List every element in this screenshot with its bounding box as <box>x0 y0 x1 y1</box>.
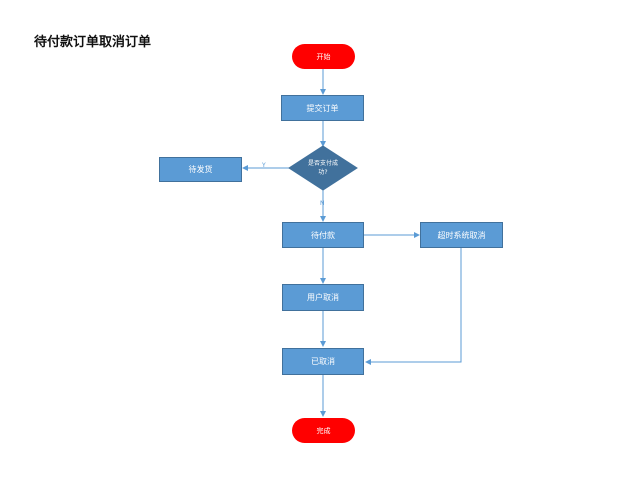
edge-label-yes: Y <box>262 162 266 169</box>
pending-shipment-node: 待发货 <box>159 157 242 182</box>
decision-label-line1: 是否支付成 <box>307 160 338 167</box>
edge-timeout-to-cancelled <box>365 248 462 365</box>
timeout-cancel-node: 超时系统取消 <box>420 222 503 248</box>
submit-order-node: 提交订单 <box>281 95 364 121</box>
decision-label-line2: 功? <box>318 169 328 176</box>
decision-label: 是否支付成 功? <box>299 159 347 177</box>
user-cancel-node: 用户取消 <box>282 284 364 311</box>
decision-diamond <box>288 145 358 191</box>
pending-payment-node: 待付款 <box>282 222 364 248</box>
end-node: 完成 <box>292 418 355 443</box>
start-node: 开始 <box>292 44 355 69</box>
cancelled-node: 已取消 <box>282 348 364 375</box>
page-title: 待付款订单取消订单 <box>34 35 152 50</box>
edge-label-no: N <box>320 200 325 207</box>
